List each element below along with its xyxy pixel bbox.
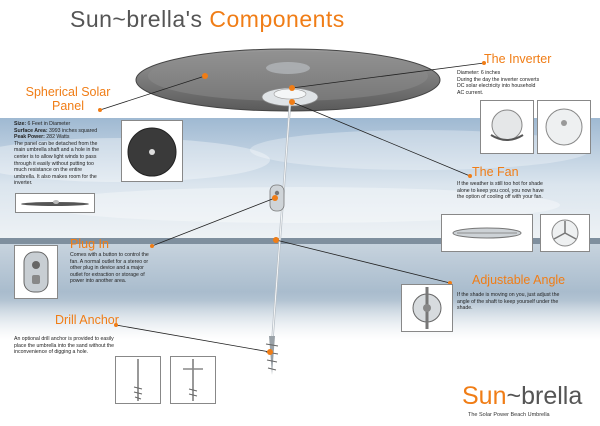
drill-anchor-handle-icon [183,359,203,401]
angle-thumbnail [401,284,453,332]
panel-marker-dot [202,73,208,79]
poster-title: Sun~brella's Components [70,6,345,32]
inverter-top-icon [545,108,583,146]
inverter-dome-icon [490,109,524,141]
angle-marker-dot [273,237,279,243]
plugin-description: Comes with a button to control the fan. … [70,252,149,285]
anchor-thumbnail-2 [170,356,216,404]
drill-anchor-icon [133,359,143,401]
fan-thumbnail-2 [540,214,590,252]
brand-logo: Sun~brella [462,382,583,410]
fan-label: The Fan [472,165,519,179]
panel-label: Spherical Solar Panel [25,85,111,113]
angle-label: Adjustable Angle [472,273,566,287]
panel-thumbnail [121,120,183,182]
plugin-label: Plug In [70,237,109,251]
fan-marker-dot [289,99,295,105]
fan-description: If the weather is still too hot for shad… [457,181,544,201]
anchor-description: An optional drill anchor is provided to … [14,336,115,356]
inverter-description: Diameter: 6 inches During the day the in… [457,70,540,96]
plugin-marker-dot [272,195,278,201]
brand-tagline: The Solar Power Beach Umbrella [468,412,550,418]
adjustable-joint-icon [412,287,442,329]
fan-thumbnail-1 [441,214,533,252]
inverter-thumbnail-2 [537,100,591,154]
panel-side-view-icon [21,200,89,206]
anchor-marker-dot [267,349,273,355]
inverter-thumbnail-1 [480,100,534,154]
inverter-marker-dot [289,85,295,91]
inverter-label: The Inverter [484,52,552,66]
panel-description: Size: 6 Feet in Diameter Surface Area: 3… [14,121,100,187]
fan-top-icon [551,219,579,247]
anchor-label: Drill Anchor [55,313,119,327]
plug-in-device-icon [23,251,49,293]
plugin-thumbnail [14,245,58,299]
panel-side-thumbnail [15,193,95,213]
angle-description: If the shade is moving on you, just adju… [457,292,560,312]
fan-side-icon [452,227,522,239]
anchor-thumbnail-1 [115,356,161,404]
solar-panel-disc-icon [127,127,177,177]
